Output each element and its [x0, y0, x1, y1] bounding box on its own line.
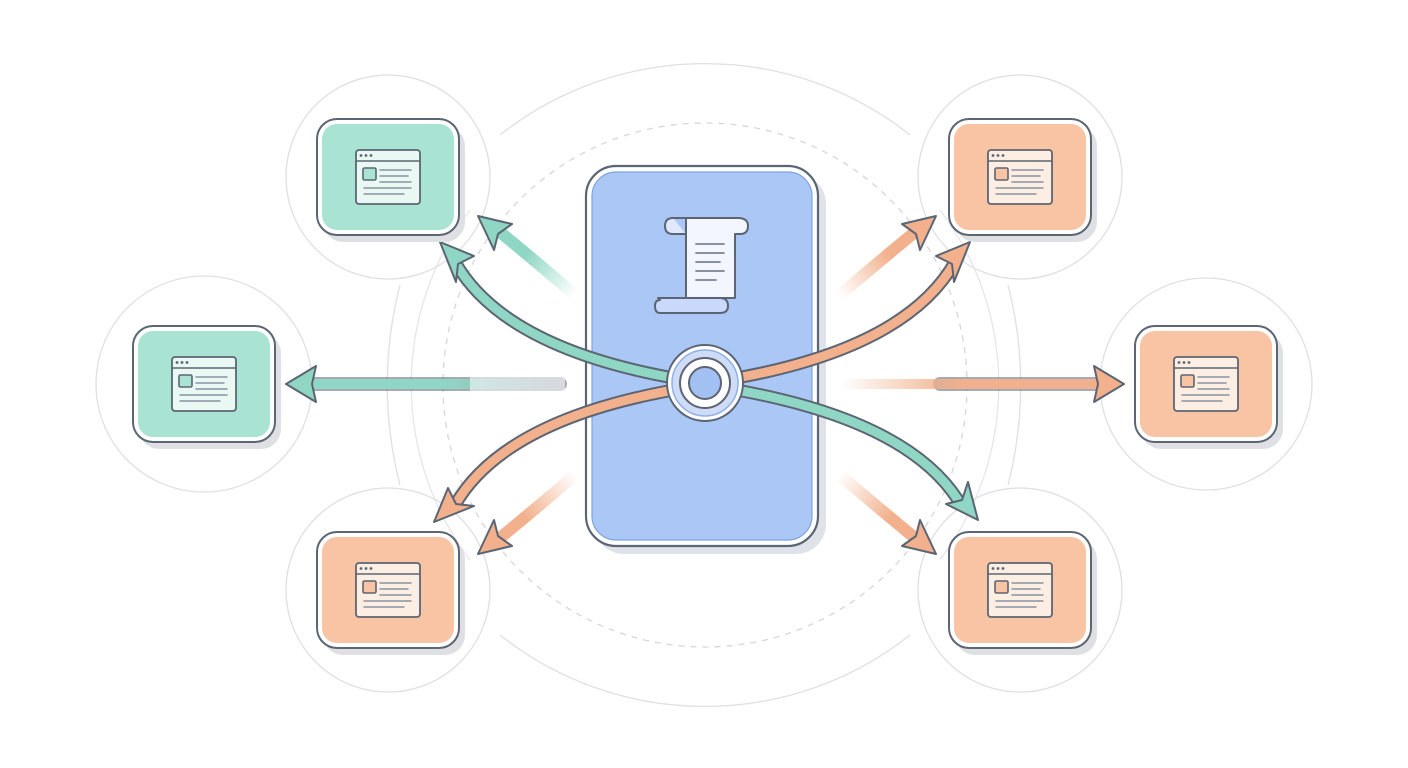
arrow-to-middle-right: [835, 365, 1125, 403]
arrow-curve-to-top-left: [439, 241, 692, 387]
browser-window-icon: [987, 562, 1053, 618]
arrow-short-top-right: [834, 215, 937, 301]
arrow-short-top-left: [477, 215, 581, 301]
arrow-curve-to-bottom-right: [718, 381, 979, 521]
arrow-short-bottom-right: [834, 469, 937, 555]
browser-window-icon: [171, 356, 237, 412]
arrow-curve-to-bottom-left: [433, 381, 692, 523]
node-card-top-right: [948, 118, 1097, 242]
arrow-curve-to-top-right: [718, 241, 971, 387]
browser-window-icon: [1173, 356, 1239, 412]
arrow-short-bottom-left: [477, 469, 581, 555]
scroll-document-icon: [654, 217, 749, 314]
ring-node-icon: [666, 344, 744, 422]
node-card-bottom-left: [316, 531, 465, 655]
arrow-to-middle-left: [285, 365, 567, 403]
browser-window-icon: [987, 149, 1053, 205]
node-card-middle-right: [1134, 325, 1283, 449]
node-card-middle-left: [132, 325, 281, 449]
browser-window-icon: [355, 149, 421, 205]
node-card-bottom-right: [948, 531, 1097, 655]
node-card-top-left: [316, 118, 465, 242]
browser-window-icon: [355, 562, 421, 618]
